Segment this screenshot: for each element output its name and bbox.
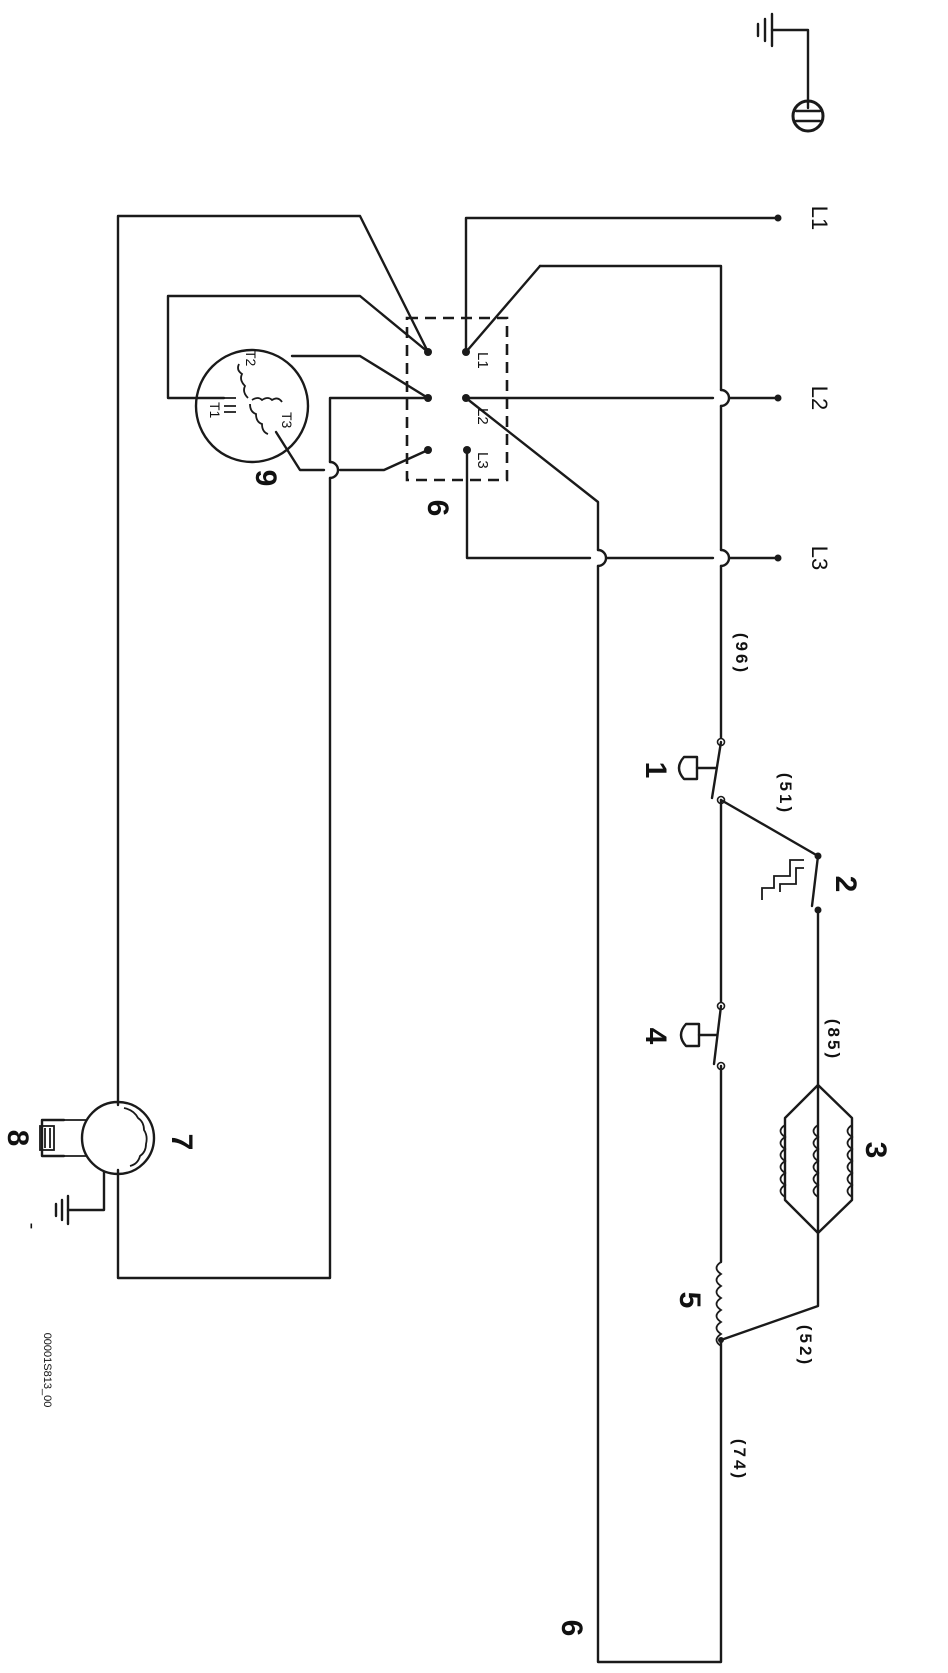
motor9-label-t2: T2: [243, 350, 259, 367]
component-numbers: 1 2 3 4 5 6 7 8 9 6: [1, 470, 892, 1637]
terminal-label-l1: L1: [807, 206, 832, 230]
component-3: 3: [859, 1142, 892, 1159]
switch-label-l3: L3: [474, 452, 491, 469]
motor-7: [54, 1100, 156, 1226]
motor-7-wiring: [116, 214, 430, 1280]
motor9-terminal-labels: T1 T2 T3: [207, 350, 295, 429]
component-8: 8: [1, 1130, 34, 1147]
wire-code-52: (52): [796, 1325, 815, 1367]
supply-wiring: [464, 214, 782, 562]
component-1: 1: [639, 762, 672, 779]
component-4: 4: [639, 1028, 672, 1045]
motor9-label-t1: T1: [207, 402, 223, 419]
component-9: 9: [249, 470, 282, 487]
switch-terminal-labels: L1 L2 L3: [474, 352, 491, 469]
wire-code-96: (96): [732, 633, 751, 675]
ground-mark: -: [21, 1223, 43, 1230]
wire-code-85: (85): [824, 1019, 843, 1061]
motor-9: [166, 294, 430, 472]
capacitor-8: [39, 1118, 66, 1158]
wire-code-labels: (96) (51) (85) (52) (74): [730, 633, 843, 1481]
component-7: 7: [165, 1134, 198, 1151]
component-6-bottom: 6: [555, 1620, 588, 1637]
motor9-label-t3: T3: [279, 412, 295, 429]
supply-terminal-labels: L1 L2 L3: [807, 206, 832, 570]
wire-code-74: (74): [730, 1439, 749, 1481]
protective-earth-symbol: [756, 12, 825, 133]
control-circuit: [464, 264, 854, 1664]
component-6: 6: [421, 500, 454, 517]
switch-label-l2: L2: [474, 408, 491, 425]
switch-label-l1: L1: [474, 352, 491, 369]
component-2: 2: [829, 876, 862, 893]
terminal-label-l3: L3: [807, 546, 832, 570]
wire-code-51: (51): [776, 773, 795, 815]
drawing-number: 00001S813_00: [41, 1333, 53, 1408]
component-5: 5: [673, 1292, 706, 1309]
terminal-label-l2: L2: [807, 386, 832, 410]
